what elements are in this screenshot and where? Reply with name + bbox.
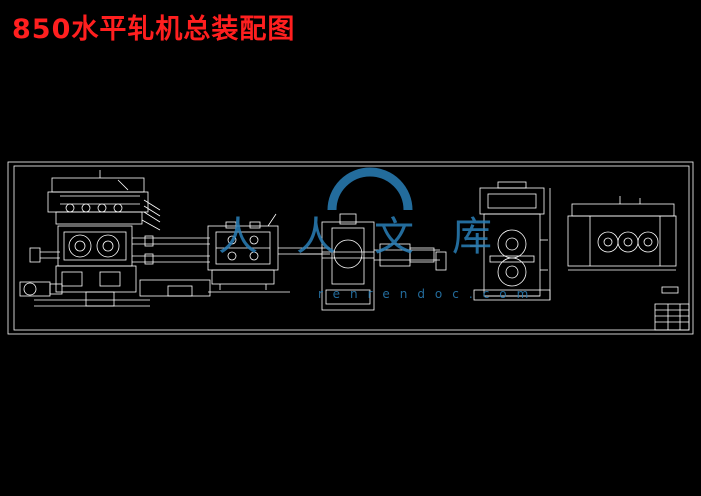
sheet-inner-frame xyxy=(13,165,690,331)
left-stand-assembly xyxy=(19,170,211,307)
page-title: 850水平轧机总装配图 xyxy=(12,14,296,45)
pinion-stand xyxy=(207,213,330,293)
watermark-url: renrendoc.com xyxy=(318,287,538,301)
stand-side-view xyxy=(567,196,677,271)
watermark-logo-arc xyxy=(327,167,413,211)
sheet-outer-frame xyxy=(7,161,694,335)
main-gearbox xyxy=(300,213,447,311)
watermark: 人人文库 renrendoc.com xyxy=(218,167,538,301)
spindle-shafts xyxy=(132,235,210,265)
title-block xyxy=(654,286,690,331)
stand-front-view xyxy=(470,181,551,301)
watermark-text: 人人文库 xyxy=(218,214,530,260)
